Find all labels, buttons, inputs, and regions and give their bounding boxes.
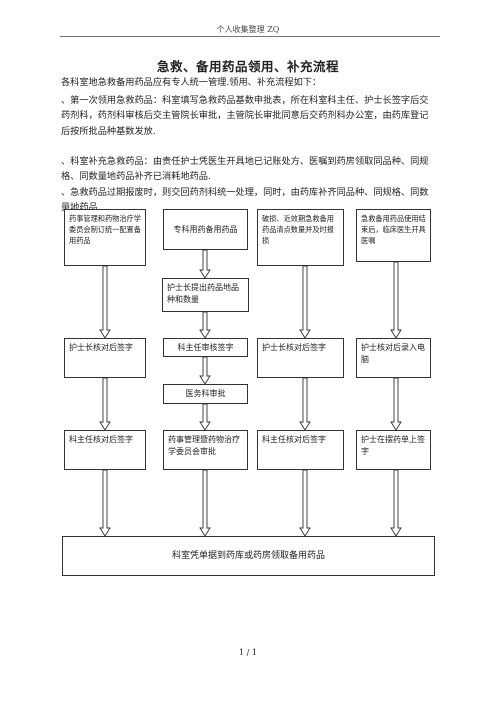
arrow-c1-r1 — [99, 265, 111, 339]
arrow-c2-r4 — [199, 403, 211, 431]
arrow-c3-r3 — [299, 469, 311, 537]
box-nurse-head-sign-1: 护士长核对后签字 — [64, 338, 146, 378]
page-header: 个人收集整理 ZQ — [216, 25, 280, 34]
paragraph-expired: 、急救药品过期报废时，则交回药剂科统一处理，同时，由药库补齐同品种、同规格、同数… — [61, 187, 429, 214]
paragraph-replenish: 、科室补充急救药品：由责任护士凭医生开具地已记账处方、医嘱到药房领取同品种、同规… — [61, 156, 429, 183]
header-rule — [60, 36, 440, 37]
page-footer: 1 / 1 — [239, 648, 257, 657]
arrow-c4-r3 — [390, 469, 402, 537]
arrow-c4-r1 — [390, 261, 402, 339]
box-nurse-sign-sheet: 护士在摆药单上签字 — [356, 430, 431, 470]
arrow-c2-r2 — [199, 311, 211, 339]
arrow-c2-r3 — [199, 356, 211, 385]
box-medical-dept-approval: 医务科审批 — [163, 384, 248, 404]
box-director-sign-1: 科主任核对后签字 — [64, 430, 146, 470]
box-director-sign-2: 科主任核对后签字 — [257, 430, 344, 470]
document-title: 急救、备用药品领用、补充流程 — [156, 59, 339, 74]
box-committee-config: 药事管理和药物治疗学委员会制订统一配置备用药品 — [64, 209, 146, 266]
arrow-c3-r1 — [299, 265, 311, 339]
arrow-c2-r1 — [199, 249, 211, 279]
box-committee-approval: 药事管理暨药物治疗学委员会审批 — [163, 430, 248, 470]
arrow-c1-r3 — [99, 469, 111, 537]
box-director-review: 科主任审核签字 — [163, 338, 248, 357]
arrow-c4-r2 — [390, 377, 402, 431]
intro-paragraph: 各科室地急救备用药品应有专人统一管理.领用、补充流程如下： — [61, 77, 322, 88]
arrow-c1-r2 — [99, 377, 111, 431]
box-emergency-used: 急救备用药品使用结束后，临床医生开具医嘱 — [356, 209, 431, 262]
box-nurse-enter-computer: 护士核对后录入电脑 — [356, 338, 431, 378]
box-final-collect: 科室凭单据到药库或药房领取备用药品 — [62, 536, 435, 576]
box-nurse-head-request: 护士长提出药品地品种和数量 — [162, 278, 249, 312]
arrow-c2-r5 — [199, 469, 211, 537]
box-nurse-head-sign-2: 护士长核对后签字 — [257, 338, 344, 378]
box-damaged-expiring: 破损、近效期急救备用药品清点数量并及时报损 — [257, 209, 344, 266]
arrow-c3-r2 — [299, 377, 311, 431]
paragraph-first-issue: 、第一次领用急救药品：科室填写急救药品基数申批表，所在科室科主任、护士长签字后交… — [61, 95, 429, 137]
box-specialty-drugs: 专科用药备用药品 — [163, 209, 248, 250]
